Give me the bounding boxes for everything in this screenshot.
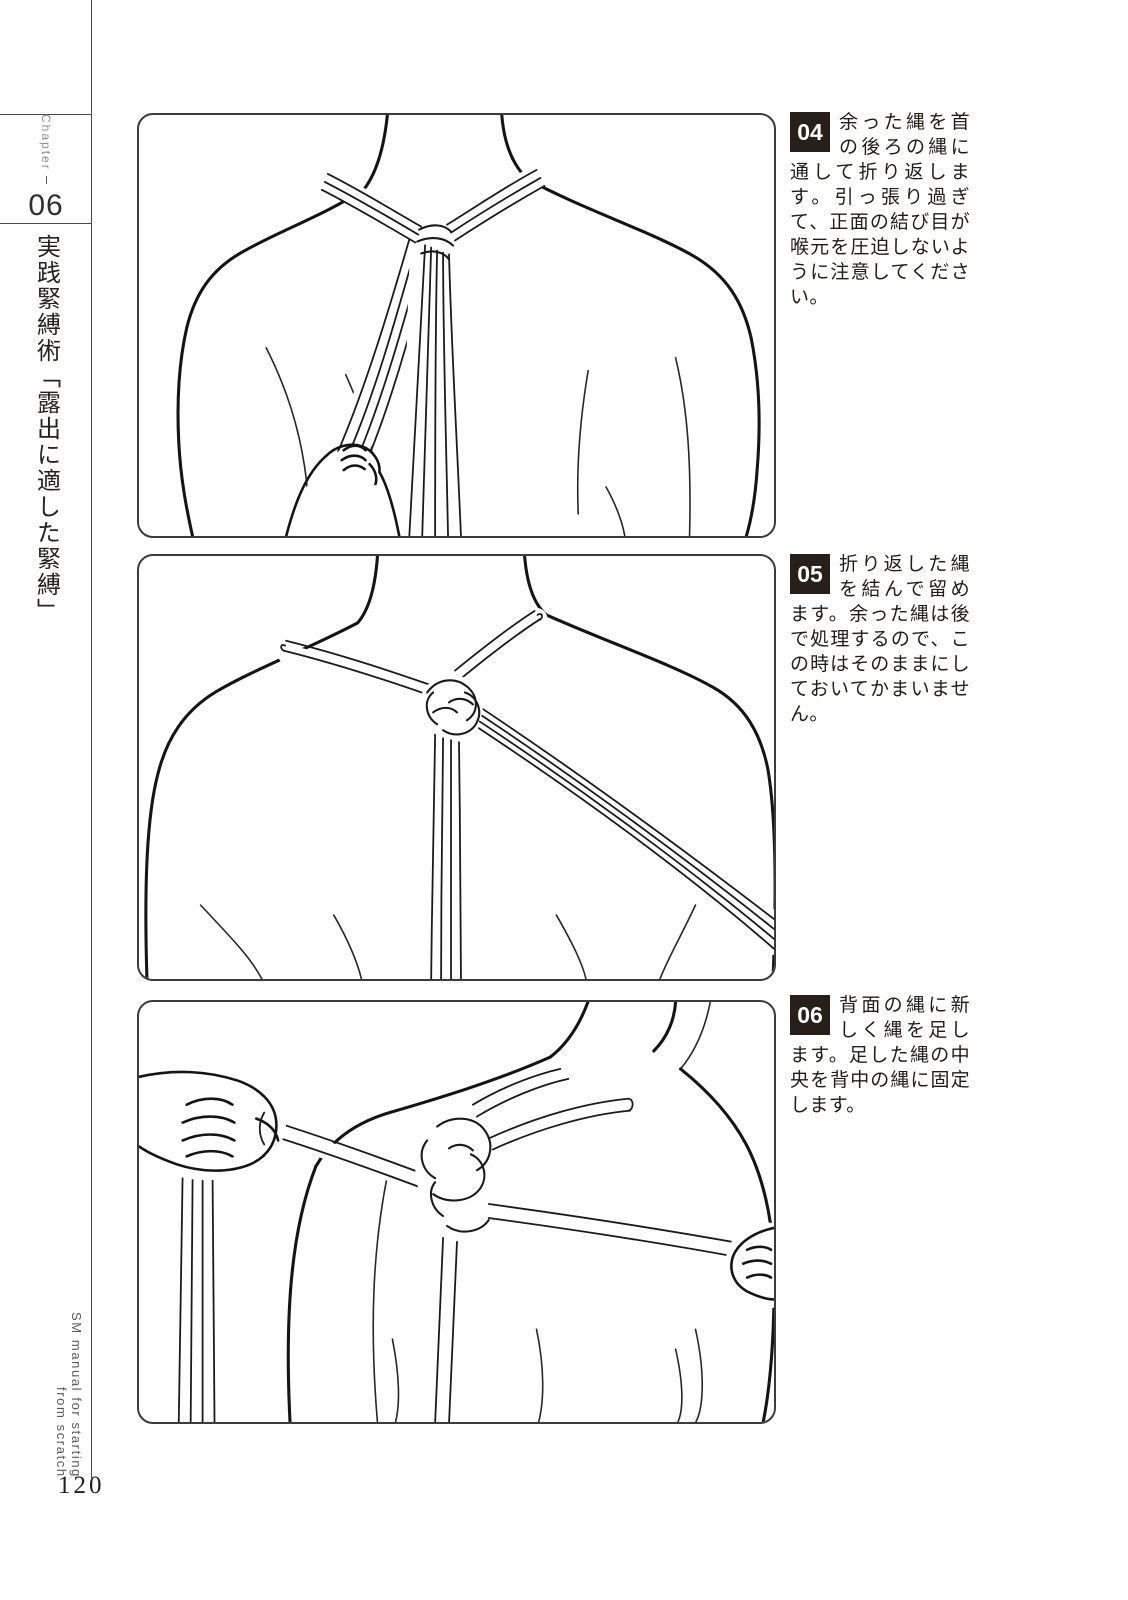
chapter-title-text: 実践緊縛術「露出に適した緊縛」 [32, 234, 60, 624]
rope-back-drawing-3 [139, 1002, 774, 1422]
chapter-title-vertical: 実践緊縛術「露出に適した緊縛」 [0, 234, 92, 624]
credit-line-1: SM manual for starting [69, 1312, 84, 1478]
step-04: 04 余った縄を首の後ろの縄に通して折り返します。引っ張り過ぎて、正面の結び目が… [790, 110, 970, 310]
step-06-number-badge: 06 [790, 995, 830, 1035]
step-05-illustration [137, 554, 776, 981]
chapter-divider [45, 175, 47, 184]
chapter-box-top-rule [0, 114, 92, 115]
page-number: 120 [58, 1472, 105, 1499]
chapter-label: Chapter [39, 114, 53, 171]
credit-line-2: from scratch [54, 1387, 69, 1478]
chapter-marker: Chapter 06 [0, 114, 92, 223]
step-06-text: 背面の縄に新しく縄を足します。足した縄の中央を背中の縄に固定します。 [790, 995, 970, 1116]
step-06-illustration [137, 1000, 776, 1424]
step-06: 06 背面の縄に新しく縄を足します。足した縄の中央を背中の縄に固定します。 [790, 993, 970, 1118]
chapter-box-bottom-rule [0, 223, 92, 224]
step-04-number-badge: 04 [790, 112, 830, 152]
step-04-text: 余った縄を首の後ろの縄に通して折り返します。引っ張り過ぎて、正面の結び目が喉元を… [790, 112, 970, 308]
step-05-number-badge: 05 [790, 554, 830, 594]
book-credit: SM manual for starting from scratch [18, 1250, 84, 1478]
rope-back-drawing-2 [144, 556, 774, 979]
step-04-illustration [137, 113, 776, 538]
step-05-text: 折り返した縄を結んで留めます。余った縄は後で処理するので、この時はそのままにして… [790, 554, 970, 725]
rope-back-drawing-1 [176, 115, 761, 536]
step-05: 05 折り返した縄を結んで留めます。余った縄は後で処理するので、この時はそのまま… [790, 552, 970, 727]
sidebar-vertical-rule [91, 0, 92, 1478]
chapter-number: 06 [28, 189, 64, 222]
